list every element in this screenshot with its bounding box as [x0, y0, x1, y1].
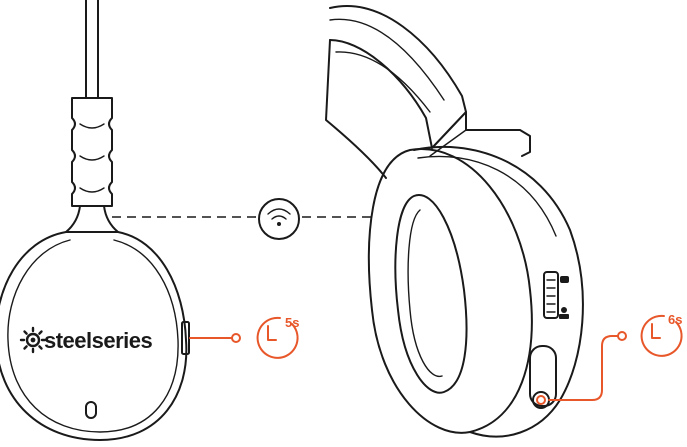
headset-earcup — [369, 147, 583, 437]
headset — [326, 6, 583, 437]
transmitter-timer-callout: 5s — [190, 315, 299, 358]
steelseries-logo-icon — [21, 328, 45, 352]
brand-wordmark: steelseries — [44, 328, 153, 353]
headset-callout-dot — [618, 332, 626, 340]
headset-headband — [326, 6, 530, 178]
game-icon — [560, 276, 569, 283]
headset-timer-callout: 6s — [549, 312, 682, 400]
chat-icon — [559, 307, 569, 319]
transmitter-cable — [66, 0, 118, 232]
wifi-icon — [259, 199, 299, 239]
wireless-link — [112, 199, 372, 239]
transmitter-led — [86, 402, 96, 418]
transmitter-hold-duration: 5s — [285, 315, 299, 330]
headset-callout-line — [549, 336, 618, 400]
headset-hold-duration: 6s — [668, 312, 682, 327]
transmitter-callout-dot — [232, 334, 240, 342]
usb-transmitter: steelseries — [0, 0, 189, 440]
headset-chatmix-wheel[interactable] — [544, 272, 558, 318]
